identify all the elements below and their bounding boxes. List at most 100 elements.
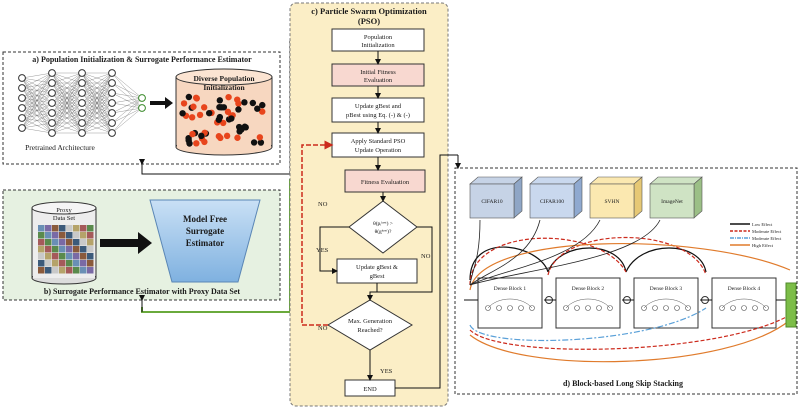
dense-block: [555, 277, 621, 329]
mosaic-tile: [66, 260, 73, 267]
dataset-cube: [589, 183, 635, 219]
nn-edge: [81, 72, 113, 124]
dataset-cube-top: [589, 176, 643, 185]
mosaic-tile: [80, 232, 87, 239]
dense-arc: [487, 298, 533, 309]
step-end-label: END: [363, 386, 377, 393]
mosaic-tile: [66, 225, 73, 232]
population-dot: [217, 134, 224, 142]
panel-a-title: a) Population Initialization & Surrogate…: [32, 55, 252, 64]
loop-back-arrow: [301, 140, 334, 326]
nn-node: [108, 79, 116, 87]
arrow-to-estimator: [100, 232, 152, 254]
dataset-cube-side: [693, 176, 703, 219]
max-line1: Max. Generation: [348, 318, 393, 325]
panel-b: Proxy Data Set Model Free Surrogate Esti…: [2, 189, 281, 301]
label-no-3: NO: [318, 325, 328, 332]
nn-node: [18, 94, 26, 102]
mosaic-tile: [80, 253, 87, 260]
panel-c-title-2: (PSO): [358, 16, 380, 26]
population-dot: [185, 93, 193, 101]
nn-node: [48, 119, 56, 127]
mosaic-tile: [87, 253, 94, 260]
population-dot: [198, 132, 205, 140]
population-dot: [188, 114, 196, 121]
proxy-dataset-cylinder: [31, 201, 97, 285]
dataset-cube: [469, 183, 515, 219]
nn-edge: [51, 82, 83, 134]
dense-node: [730, 305, 736, 311]
mosaic-tile: [38, 253, 45, 260]
mosaic-tile: [38, 260, 45, 267]
estimator-label-1: Model Free: [183, 214, 227, 224]
nn-edge: [111, 107, 143, 134]
dataset-cube-side: [633, 176, 643, 219]
dense-block: [711, 277, 777, 329]
population-dot: [205, 109, 213, 117]
dataset-cube-side: [513, 176, 523, 219]
nn-node: [108, 119, 116, 127]
mosaic-tile: [66, 239, 73, 246]
dense-block-label: Dense Block 3: [650, 286, 683, 292]
nn-edge: [21, 102, 53, 129]
dense-node: [507, 305, 513, 311]
nn-edge: [51, 112, 83, 134]
nn-node: [18, 74, 26, 82]
mosaic-tile: [52, 267, 59, 274]
mosaic-tile: [59, 246, 66, 253]
nn-edge: [111, 97, 143, 104]
legend-label: Low Effect: [752, 222, 773, 227]
nn-node: [78, 89, 86, 97]
output-bar: [785, 282, 797, 328]
step-fitness-line2: Evaluation: [364, 77, 393, 84]
image-mosaic: [38, 225, 94, 274]
nn-edge: [81, 102, 113, 134]
step-update2-line2: gBest: [370, 273, 385, 280]
population-dot: [250, 139, 258, 146]
mosaic-tile: [80, 267, 87, 274]
nn-edge: [81, 82, 113, 134]
dense-arc: [643, 298, 689, 309]
mosaic-tile: [66, 253, 73, 260]
population-dot: [256, 134, 264, 141]
pso-flow-arrows: [319, 51, 458, 389]
mosaic-tile: [87, 246, 94, 253]
dataset-to-block-lines: [469, 219, 661, 286]
mosaic-tile: [38, 232, 45, 239]
step-apply-pso: [331, 132, 425, 158]
population-dot: [180, 100, 188, 107]
dense-node: [574, 305, 580, 311]
dense-node: [663, 305, 669, 311]
population-dot: [254, 105, 261, 112]
legend-label: Moderate Effect: [752, 229, 782, 234]
skip-connections: [469, 236, 791, 363]
nn-edge: [81, 72, 113, 134]
nn-node: [48, 89, 56, 97]
mosaic-tile: [52, 225, 59, 232]
population-dot: [218, 104, 225, 111]
mosaic-tile: [87, 239, 94, 246]
nn-node: [48, 79, 56, 87]
population-dots: [179, 93, 266, 147]
dense-node: [496, 305, 502, 311]
step-fitness-eval: [344, 169, 426, 193]
mosaic-tile: [80, 239, 87, 246]
population-dot: [201, 138, 208, 146]
dense-block-label: Dense Block 2: [572, 286, 605, 292]
nn-edge: [51, 102, 83, 134]
nn-node: [48, 69, 56, 77]
surrogate-estimator-shape: [149, 199, 261, 283]
population-dot: [189, 130, 196, 138]
population-dot: [259, 101, 266, 109]
estimator-label-2: Surrogate: [186, 226, 224, 236]
dense-node: [652, 305, 658, 311]
population-label-1: Diverse Population: [193, 74, 255, 83]
mosaic-tile: [59, 232, 66, 239]
nn-edge: [51, 122, 83, 134]
nn-edge: [111, 72, 143, 99]
mosaic-tile: [38, 239, 45, 246]
mosaic-tile: [73, 267, 80, 274]
